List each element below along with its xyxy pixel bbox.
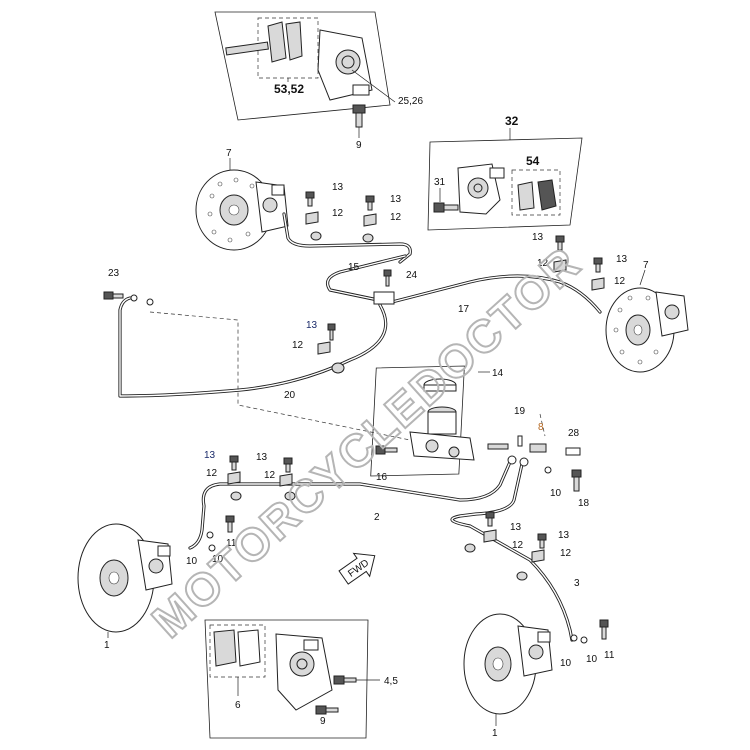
label-17: 17 xyxy=(458,304,470,315)
label-12f: 12 xyxy=(206,468,218,479)
master-cylinder-assembly: 14 xyxy=(370,365,581,477)
label-9b: 9 xyxy=(320,716,326,727)
label-12c: 12 xyxy=(537,258,549,269)
label-9a: 9 xyxy=(356,140,362,151)
label-12b: 12 xyxy=(390,212,402,223)
ref-53-52: 53,52 xyxy=(274,82,304,96)
rear-caliper-assembly: 32 54 31 xyxy=(427,114,583,231)
rear-pad-group-box xyxy=(511,169,561,216)
label-13i: 13 xyxy=(558,530,570,541)
label-16: 16 xyxy=(376,472,388,483)
bottom-caliper-assembly xyxy=(204,619,380,739)
label-13f: 13 xyxy=(204,450,216,461)
label-13g: 13 xyxy=(256,452,268,463)
label-13a: 13 xyxy=(332,182,344,193)
label-10b: 10 xyxy=(186,556,198,567)
brake-lines xyxy=(118,212,602,642)
top-caliper-assembly: 53,52 25,26 9 xyxy=(214,11,423,151)
label-10c: 10 xyxy=(212,554,224,565)
label-12e: 12 xyxy=(292,340,304,351)
front-left-disc xyxy=(77,523,173,638)
rear-left-disc: 7 xyxy=(195,148,289,251)
label-2: 2 xyxy=(374,512,380,523)
label-14: 14 xyxy=(492,368,504,379)
label-1a: 1 xyxy=(104,640,110,651)
label-12i: 12 xyxy=(560,548,572,559)
label-11b: 11 xyxy=(604,650,615,661)
label-24: 24 xyxy=(406,270,418,281)
ref-54: 54 xyxy=(526,154,540,168)
label-11a: 11 xyxy=(226,538,237,549)
rear-right-disc: 7 xyxy=(605,260,689,373)
label-23: 23 xyxy=(108,268,120,279)
front-right-disc xyxy=(463,613,553,726)
label-10d: 10 xyxy=(586,654,598,665)
label-3: 3 xyxy=(574,578,580,589)
label-7b: 7 xyxy=(643,260,649,271)
label-12g: 12 xyxy=(264,470,276,481)
label-8: 8 xyxy=(538,422,544,433)
forward-arrow: FWD xyxy=(338,552,376,585)
label-15: 15 xyxy=(348,262,360,273)
ref-4-5: 4,5 xyxy=(384,676,398,687)
label-12h: 12 xyxy=(512,540,524,551)
label-12a: 12 xyxy=(332,208,344,219)
label-10e: 10 xyxy=(560,658,572,669)
bottom-pad-group-box xyxy=(209,624,266,678)
label-1b: 1 xyxy=(492,728,498,739)
label-31: 31 xyxy=(434,177,446,188)
label-13h: 13 xyxy=(510,522,522,533)
label-18: 18 xyxy=(578,498,590,509)
label-13e: 13 xyxy=(306,320,318,331)
label-28: 28 xyxy=(568,428,580,439)
ref-6: 6 xyxy=(235,700,241,711)
label-20: 20 xyxy=(284,390,296,401)
ref-32: 32 xyxy=(505,114,519,128)
label-13b: 13 xyxy=(390,194,402,205)
label-19: 19 xyxy=(514,406,526,417)
label-7a: 7 xyxy=(226,148,232,159)
label-12d: 12 xyxy=(614,276,626,287)
label-13d: 13 xyxy=(616,254,628,265)
ref-25-26: 25,26 xyxy=(398,96,423,107)
label-13c: 13 xyxy=(532,232,544,243)
clips-and-bolts xyxy=(103,191,609,644)
label-10a: 10 xyxy=(550,488,562,499)
